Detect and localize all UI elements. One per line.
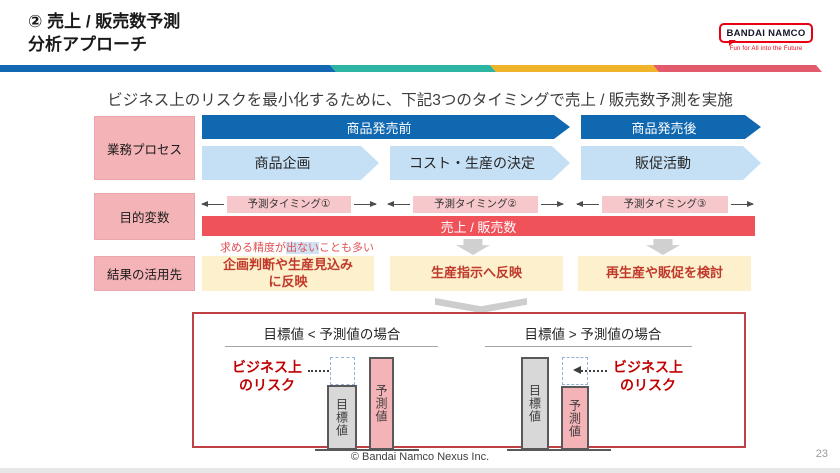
process-arrow-planning: 商品企画 [202,146,379,180]
copyright-text: © Bandai Namco Nexus Inc. [350,451,490,463]
down-chevron-icon [435,298,527,313]
timing-box-1: 予測タイミング① [227,196,351,213]
logo-tagline: Fun for All into the Future [729,46,803,52]
accuracy-note: 求める精度が出ないことも多い [220,239,374,255]
row-label-business-process: 業務プロセス [94,116,195,180]
stripe-segment-yellow [490,65,659,72]
right-forecast-bar-label: 予測値 [567,398,582,438]
page-title: ② 売上 / 販売数予測分析アプローチ [28,10,180,57]
stripe-segment-teal [330,65,496,72]
right-risk-label: ビジネス上のリスク [605,358,691,394]
timing-section-2: 予測タイミング② [387,196,564,213]
note-pre: 求める精度が [220,242,286,254]
dotted-arrow-left-icon [581,370,607,372]
down-arrow-icon [456,239,490,255]
page-title-line1: ② 売上 / 販売数予測 [28,12,181,31]
row-label-result-usage: 結果の活用先 [94,256,195,291]
bandai-namco-logo: BANDAI NAMCO Fun for All into the Future [718,23,814,52]
process-arrow-cost-production: コスト・生産の決定 [390,146,570,180]
usage-box-planning: 企画判断や生産見込み に反映 [202,256,374,291]
risk-gap-box [330,357,355,385]
timing-section-3: 予測タイミング③ [576,196,754,213]
left-forecast-bar: 予測値 [369,357,394,450]
stripe-segment-red [653,65,822,72]
left-risk-label: ビジネス上のリスク [224,358,310,394]
logo-bubble-tail-icon [729,40,737,46]
right-target-bar-label: 目標値 [527,384,542,423]
right-pointing-arrow-icon [354,201,377,207]
usage-box-1-line-1: 企画判断や生産見込み [222,257,353,273]
phase-arrow-post-release: 商品発売後 [581,115,761,139]
phase-arrow-pre-release: 商品発売前 [202,115,570,139]
left-pointing-arrow-icon [201,201,224,207]
decorative-color-stripe [0,65,840,72]
dotted-arrow-right-icon [308,370,336,372]
left-chart-baseline [315,449,419,451]
right-pointing-arrow-icon [731,201,754,207]
left-risk-line2: のリスク [239,377,295,394]
left-forecast-bar-label: 予測値 [374,384,388,423]
timing-box-2: 予測タイミング② [413,196,538,213]
logo-speech-bubble: BANDAI NAMCO [719,23,813,46]
right-title-underline [485,346,692,347]
left-risk-line1: ビジネス上 [232,359,302,375]
left-target-bar-label: 目標値 [334,398,349,437]
right-risk-line1: ビジネス上 [613,359,683,375]
stripe-segment-blue [0,65,336,72]
usage-box-production: 生産指示へ反映 [390,256,563,291]
usage-box-3-line-1: 再生産や販促を検討 [605,265,723,281]
row-label-objective-variable: 目的変数 [94,193,195,240]
timing-box-3: 予測タイミング③ [602,196,728,213]
left-pointing-arrow-icon [576,201,599,207]
risk-comparison-panel: 目標値 < 予測値の場合 ビジネス上のリスク 目標値 予測値 目標値 > 予測値… [192,312,746,451]
arrowhead-left-icon [573,366,581,374]
usage-box-restock: 再生産や販促を検討 [578,256,751,291]
right-chart-title: 目標値 > 予測値の場合 [524,327,662,342]
right-chart-baseline [507,449,611,451]
usage-box-1-line-2: に反映 [268,273,308,289]
left-title-underline [225,346,438,347]
right-risk-line2: のリスク [620,377,676,394]
down-arrow-icon [646,239,680,255]
slide-heading: ビジネス上のリスクを最小化するために、下記3つのタイミングで売上 / 販売数予測… [107,92,733,109]
left-pointing-arrow-icon [387,201,410,207]
left-chart-title: 目標値 < 予測値の場合 [263,327,401,342]
timing-section-1: 予測タイミング① [201,196,377,213]
logo-text: BANDAI NAMCO [726,28,806,39]
target-variable-bar: 売上 / 販売数 [202,216,755,236]
note-highlighted-word: 出ない [286,242,319,254]
process-arrow-promotion: 販促活動 [581,146,761,180]
page-title-line2: 分析アプローチ [28,35,147,55]
right-forecast-bar: 予測値 [561,386,589,450]
right-target-bar: 目標値 [521,357,549,450]
note-post: ことも多い [319,242,374,254]
bottom-edge-strip [0,468,840,473]
usage-box-2-line-1: 生産指示へ反映 [430,265,522,281]
page-number: 23 [815,448,828,460]
right-pointing-arrow-icon [541,201,564,207]
left-target-bar: 目標値 [327,385,357,450]
